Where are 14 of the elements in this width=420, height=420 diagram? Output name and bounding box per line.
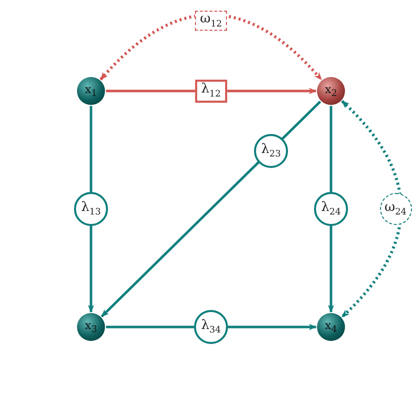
- edge-label: λ$_{13}$: [74, 192, 108, 226]
- sphere-node: x$_{3}$: [77, 313, 105, 341]
- sphere-node: x$_{4}$: [317, 313, 345, 341]
- edge-label: λ$_{23}$: [254, 134, 288, 168]
- arrow: [100, 100, 322, 318]
- edge-label: ω$_{24}$: [380, 193, 412, 225]
- edge-label: λ$_{34}$: [194, 310, 228, 344]
- sphere-node: x$_{2}$: [317, 77, 345, 105]
- edge-label: ω$_{12}$: [194, 10, 228, 31]
- edge-label: λ$_{24}$: [314, 192, 348, 226]
- edge-label: λ$_{12}$: [195, 80, 227, 102]
- curved-arrow: [341, 100, 402, 318]
- curved-arrow: [100, 13, 322, 81]
- sphere-node: x$_{1}$: [77, 77, 105, 105]
